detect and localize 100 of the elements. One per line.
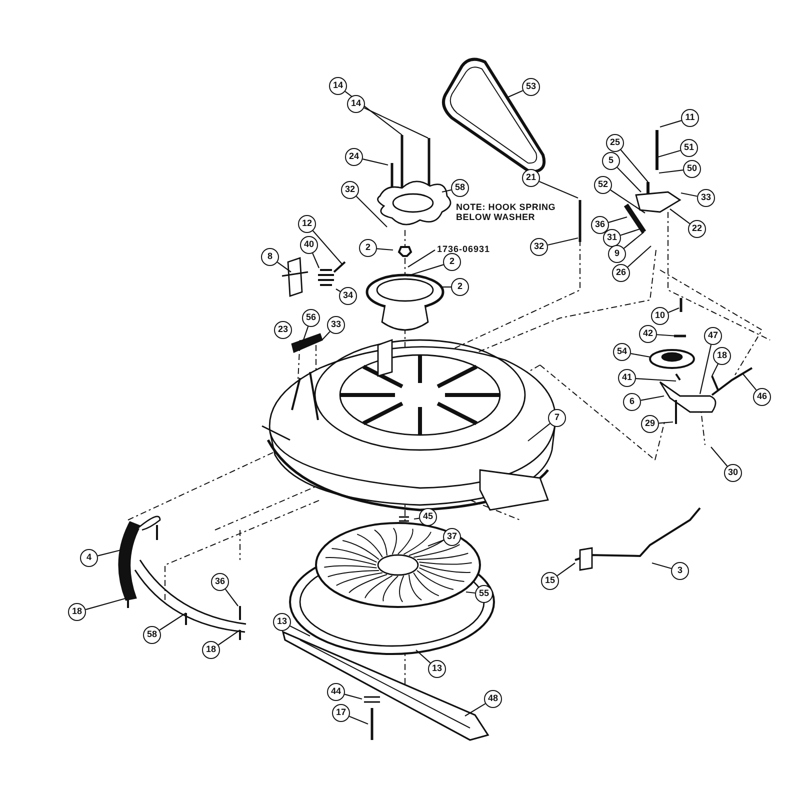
leader-line (464, 703, 486, 716)
callout-number: 25 (606, 134, 624, 152)
callout-number: 58 (451, 179, 469, 197)
callout-number: 7 (548, 409, 566, 427)
leader-line (322, 331, 330, 340)
callout-number: 23 (274, 321, 292, 339)
callout-number: 33 (697, 189, 715, 207)
leader-line (414, 518, 420, 520)
callout-number: 31 (603, 229, 621, 247)
callout-number: 44 (327, 683, 345, 701)
callout-number: 47 (704, 327, 722, 345)
leader-line (312, 253, 320, 268)
leader-line (442, 189, 452, 193)
callout-number: 45 (419, 508, 437, 526)
leader-line (416, 650, 431, 664)
leader-line (344, 91, 402, 136)
callout-number: 33 (327, 316, 345, 334)
leader-line (640, 395, 664, 401)
leader-line (710, 446, 728, 466)
leader-line (742, 374, 757, 390)
leader-line (658, 150, 680, 158)
callout-number: 3 (671, 562, 689, 580)
leader-line (624, 232, 644, 249)
callout-number: 41 (618, 369, 636, 387)
leader-line (224, 588, 238, 606)
callout-number: 4 (80, 549, 98, 567)
callout-number: 12 (298, 215, 316, 233)
leader-line (556, 562, 576, 576)
callout-number: 22 (688, 220, 706, 238)
callout-number: 29 (641, 415, 659, 433)
leader-line (636, 378, 676, 382)
callout-number: 2 (359, 239, 377, 257)
callout-number: 58 (143, 626, 161, 644)
callout-number: 26 (612, 264, 630, 282)
leader-line (610, 190, 646, 214)
callout-number: 18 (68, 603, 86, 621)
leader-line (658, 421, 674, 424)
leader-line (658, 170, 684, 174)
leader-line (218, 630, 240, 646)
leader-line (376, 248, 394, 251)
callout-number: 21 (522, 169, 540, 187)
leader-line (440, 286, 451, 288)
leader-line (627, 246, 652, 268)
callout-number: 42 (639, 325, 657, 343)
callout-number: 2 (443, 253, 461, 271)
callout-number: 34 (339, 287, 357, 305)
leader-line (159, 612, 186, 631)
callout-number: 14 (347, 95, 365, 113)
callout-number: 5 (602, 152, 620, 170)
leader-line (699, 344, 712, 394)
leader-line (608, 216, 628, 223)
callout-number: 48 (484, 690, 502, 708)
leader-line (364, 107, 428, 138)
leader-line (652, 562, 672, 570)
callout-number: 52 (594, 176, 612, 194)
callout-number: 10 (651, 307, 669, 325)
leader-line (277, 262, 292, 272)
leader-line (466, 591, 476, 594)
leader-line (408, 250, 436, 268)
callout-number: 50 (683, 160, 701, 178)
leader-line (86, 597, 128, 610)
leader-line (548, 237, 578, 246)
callout-number: 9 (608, 245, 626, 263)
callout-number: 24 (345, 148, 363, 166)
leader-line (630, 353, 650, 358)
callout-number: 54 (613, 343, 631, 361)
leader-line (668, 308, 680, 314)
callout-number: 17 (332, 704, 350, 722)
callout-number: 14 (329, 77, 347, 95)
callout-number: 53 (522, 78, 540, 96)
leader-line (290, 626, 310, 636)
leader-line (660, 120, 682, 128)
leader-line (528, 423, 550, 442)
callout-number: 13 (273, 613, 291, 631)
callout-number: 32 (341, 181, 359, 199)
callout-number: 18 (713, 347, 731, 365)
callout-number: 15 (541, 572, 559, 590)
callout-number: 18 (202, 641, 220, 659)
leader-line (406, 264, 444, 277)
leader-line (428, 540, 444, 547)
leader-line (616, 167, 642, 192)
callout-number: 51 (680, 139, 698, 157)
callout-number: 8 (261, 248, 279, 266)
leader-line (712, 364, 718, 376)
leader-line (539, 181, 578, 198)
callout-number: 36 (211, 573, 229, 591)
leader-line (344, 694, 362, 700)
callout-number: 36 (591, 216, 609, 234)
callout-number: 11 (681, 109, 699, 127)
callout-number: 6 (623, 393, 641, 411)
leader-line (362, 158, 388, 166)
callout-number: 2 (451, 278, 469, 296)
callout-number: 13 (428, 660, 446, 678)
leader-line (506, 90, 523, 98)
note-text: NOTE: HOOK SPRING BELOW WASHER (456, 202, 557, 222)
callout-number: 40 (300, 236, 318, 254)
leader-line (312, 230, 342, 264)
part-number: 1736-06931 (437, 244, 490, 254)
callout-number: 32 (530, 238, 548, 256)
callout-number: 37 (443, 528, 461, 546)
